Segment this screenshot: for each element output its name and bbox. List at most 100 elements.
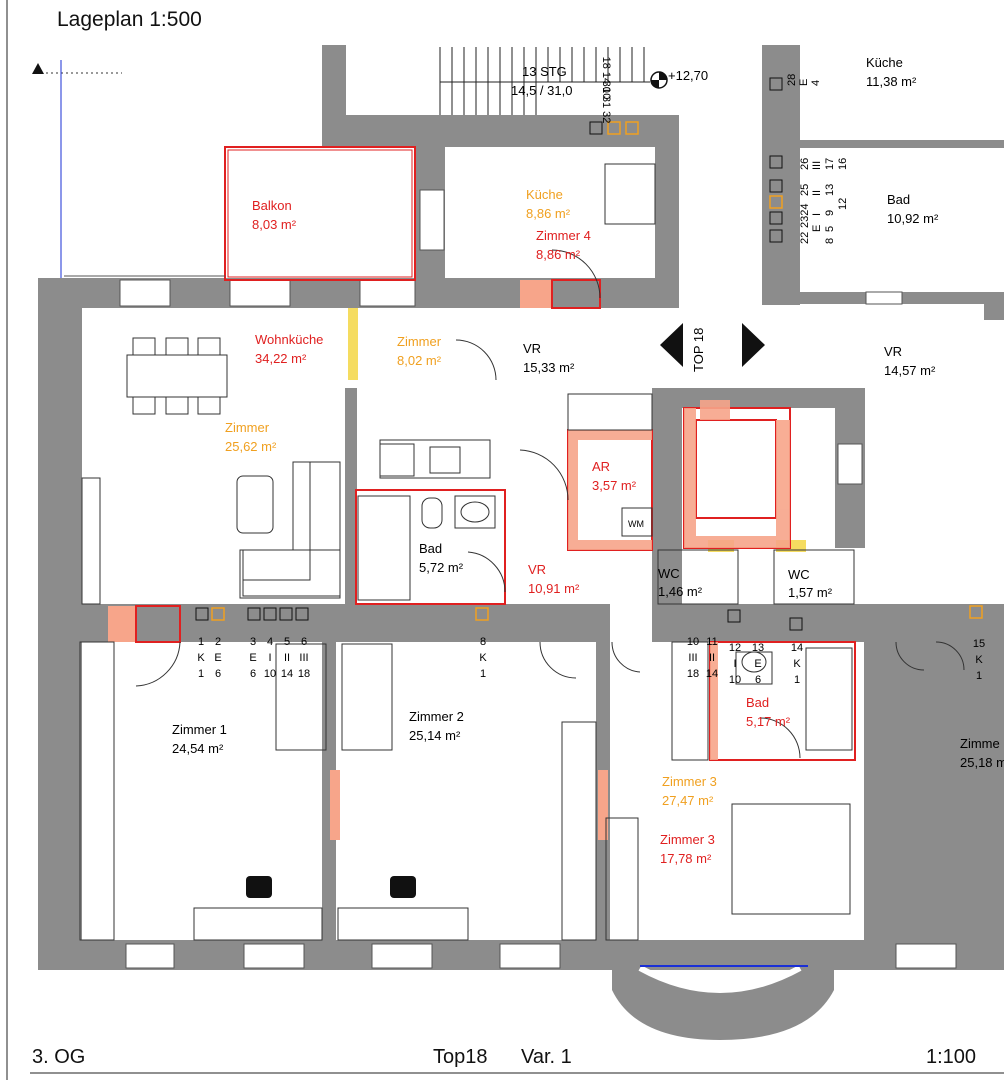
shaft-4-a: 4: [267, 636, 273, 648]
vr-right-area: 14,57 m²: [884, 363, 936, 378]
zimmer4-area: 8,86 m²: [536, 247, 581, 262]
shaft-8-b: K: [479, 652, 487, 664]
floor-label: 3. OG: [32, 1046, 86, 1068]
vr2-area: 10,91 m²: [528, 581, 580, 596]
stairs: [439, 47, 650, 115]
shaft-14-a: 14: [791, 642, 803, 654]
shaft-14-b: K: [793, 658, 801, 670]
shaft-6-a: 6: [301, 636, 307, 648]
bad-mid-area: 5,72 m²: [419, 560, 464, 575]
wohnkueche-area: 34,22 m²: [255, 351, 307, 366]
col-25-b: II: [811, 190, 823, 196]
arrow-left-icon: [660, 323, 683, 367]
stairs-label: 13 STG: [522, 64, 567, 79]
vr2-name: VR: [528, 562, 546, 577]
walls: [38, 45, 1004, 970]
stairs-numbers-bottom: 30 31 32: [600, 81, 612, 124]
shaft-1-b: K: [197, 652, 205, 664]
shaft-markers: [195, 77, 803, 631]
shaft-1-a: 1: [198, 636, 204, 648]
kueche-top-area: 8,86 m²: [526, 206, 571, 221]
door-swings: [135, 249, 965, 759]
unit-label: Top18: [433, 1046, 488, 1068]
kueche-right-name: Küche: [866, 55, 903, 70]
shaft-13-c: 6: [755, 674, 761, 686]
balkon-outline: [224, 146, 416, 281]
zimmer-big-area: 25,62 m²: [225, 439, 277, 454]
wc2-area: 1,57 m²: [788, 585, 833, 600]
shaft-5-c: 14: [281, 668, 293, 680]
col-25-c: 13: [824, 184, 836, 196]
col-0-c: 8: [824, 238, 836, 244]
windows: [119, 189, 957, 969]
kueche-top-name: Küche: [526, 187, 563, 202]
wc2-name: WC: [788, 567, 810, 582]
shaft-15-b: K: [975, 654, 983, 666]
shaft-12-a: 12: [729, 642, 741, 654]
shaft-2-b: E: [214, 652, 221, 664]
zimmer-small-area: 8,02 m²: [397, 353, 442, 368]
bad-mid-name: Bad: [419, 541, 442, 556]
bad-right-name: Bad: [887, 192, 910, 207]
wc1-area: 1,46 m²: [658, 584, 703, 599]
zimmer-cut-area: 25,18 m: [960, 755, 1004, 770]
shaft-3-b: E: [249, 652, 256, 664]
zimmer2-name: Zimmer 2: [409, 709, 464, 724]
col-26-c: 17: [824, 158, 836, 170]
shaft-10-a: 10: [687, 636, 699, 648]
col-2324-b: I: [811, 213, 823, 216]
shaft-12-c: 10: [729, 674, 741, 686]
sofa: [236, 461, 341, 597]
col-22: 22: [799, 232, 811, 244]
col-26-b: III: [811, 161, 823, 170]
ar-area: 3,57 m²: [592, 478, 637, 493]
variant-label: Var. 1: [521, 1046, 572, 1068]
dining-table: [126, 337, 228, 415]
labels: 13 STG 14,5 / 31,0 +12,70 TOP 18 Balkon …: [172, 55, 1004, 866]
shaft-10-b: III: [688, 652, 697, 664]
balkon-area: 8,03 m²: [252, 217, 297, 232]
vr-right-name: VR: [884, 344, 902, 359]
col-16: 16: [837, 158, 849, 170]
vr1-name: VR: [523, 341, 541, 356]
zimmer-small-name: Zimmer: [397, 334, 442, 349]
zimmer2-area: 25,14 m²: [409, 728, 461, 743]
shaft-14-c: 1: [794, 674, 800, 686]
shaft-11-b: II: [709, 652, 715, 664]
stairs-dims: 14,5 / 31,0: [511, 83, 572, 98]
zimmer1-area: 24,54 m²: [172, 741, 224, 756]
shaft-6-b: III: [299, 652, 308, 664]
zimmer4-name: Zimmer 4: [536, 228, 591, 243]
shaft-1-c: 1: [198, 668, 204, 680]
vr1-area: 15,33 m²: [523, 360, 575, 375]
furniture: [79, 163, 851, 941]
zimmer3a-area: 27,47 m²: [662, 793, 714, 808]
shaft-2-a: 2: [215, 636, 221, 648]
zimmer-big-name: Zimmer: [225, 420, 270, 435]
shaft-13-a: 13: [752, 642, 764, 654]
kueche-right-area: 11,38 m²: [866, 74, 917, 89]
shaft-5-b: II: [284, 652, 290, 664]
col-2324: 2324: [799, 204, 811, 228]
shaft-numbers: 1 K 1 2 E 6 3 E 6 4 I 10 5 II 14 6 III 1…: [197, 636, 985, 686]
col-2324-c: 9: [824, 210, 836, 216]
bad-low-area: 5,17 m²: [746, 714, 791, 729]
shaft-6-c: 18: [298, 668, 310, 680]
col-22-c: 5: [824, 226, 836, 232]
shaft-4-b: I: [268, 652, 271, 664]
top-label: TOP 18: [691, 328, 706, 372]
col-28-b: E: [798, 79, 810, 86]
shaft-11-a: 11: [706, 636, 717, 648]
zimmer3a-name: Zimmer 3: [662, 774, 717, 789]
shaft-11-c: 14: [706, 668, 718, 680]
shaft-3-a: 3: [250, 636, 256, 648]
zimmer-cut-name: Zimme: [960, 736, 1000, 751]
shaft-15-c: 1: [976, 670, 982, 682]
shaft-13-b: E: [754, 658, 761, 670]
bad-right-area: 10,92 m²: [887, 211, 939, 226]
col-22-b: E: [811, 225, 823, 232]
scale-label: 1:100: [926, 1046, 977, 1068]
col-25: 25: [799, 184, 811, 196]
zimmer1-name: Zimmer 1: [172, 722, 227, 737]
shaft-8-c: 1: [480, 668, 486, 680]
